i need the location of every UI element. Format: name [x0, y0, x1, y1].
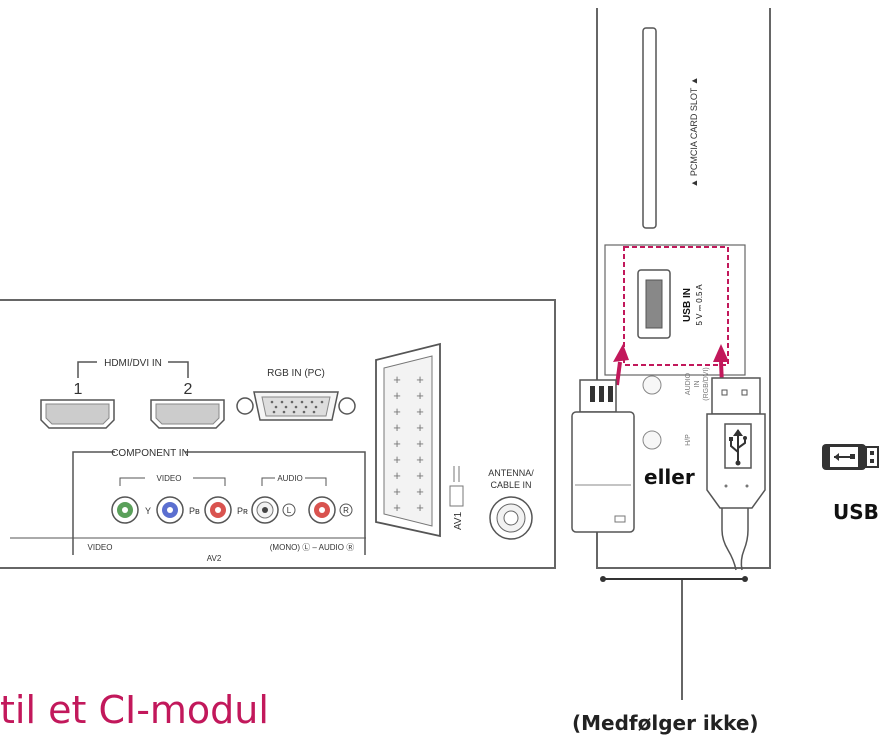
- audio-left-marker: L: [287, 506, 292, 515]
- audio-right-marker: R: [343, 506, 349, 515]
- audio-label: AUDIO: [277, 474, 302, 483]
- antenna-label-line2: CABLE IN: [490, 480, 531, 490]
- side-audio-jack: [642, 375, 662, 395]
- scart-port: ++ ++ ++ ++ ++ ++ ++ ++ ++: [375, 342, 441, 538]
- side-hp-jack: [642, 430, 662, 450]
- hdmi-label: HDMI/DVI IN: [104, 358, 162, 369]
- not-included-note: (Medfølger ikke): [572, 711, 759, 735]
- jack-pr-red: [204, 496, 232, 524]
- arrow-left-up: [613, 344, 629, 386]
- rgb-label: RGB IN (PC): [267, 368, 325, 379]
- svg-text:+: +: [393, 468, 401, 483]
- jack-y-green: [111, 496, 139, 524]
- svg-text:+: +: [416, 436, 424, 451]
- hdmi-bracket: [77, 361, 189, 378]
- audio-right-marker-ring: [339, 503, 353, 517]
- svg-text:+: +: [416, 404, 424, 419]
- scart-tick-marks: [449, 466, 464, 507]
- side-panel-outline: [596, 8, 771, 569]
- usb-symbol-label: USB: [833, 500, 879, 524]
- svg-text:+: +: [416, 468, 424, 483]
- side-audio-label-2: IN: [694, 381, 701, 388]
- side-hp-label: H/P: [685, 434, 692, 446]
- svg-text:+: +: [416, 388, 424, 403]
- eller-label: eller: [644, 465, 695, 489]
- hdmi-port-2-number: 2: [184, 381, 193, 398]
- svg-text:+: +: [393, 452, 401, 467]
- usb-trident-icon: [724, 423, 752, 469]
- jack-pb-label: Pʙ: [189, 506, 200, 516]
- audio-left-marker-ring: [282, 503, 296, 517]
- audio-bracket: [261, 477, 327, 486]
- video-bracket: [119, 477, 226, 486]
- video-label: VIDEO: [157, 474, 182, 483]
- antenna-port: [489, 496, 533, 540]
- jack-pr-label: Pʀ: [237, 506, 248, 516]
- pcmcia-label: ▲ PCMCIA CARD SLOT ▲: [689, 76, 699, 187]
- back-panel-outline: [0, 299, 556, 569]
- usb-area-frame: [604, 244, 746, 376]
- jack-audio-left-white: [251, 496, 279, 524]
- svg-text:+: +: [393, 372, 401, 387]
- av2-label: AV2: [207, 554, 222, 563]
- hdmi-port-1: [40, 399, 115, 429]
- av1-label: AV1: [453, 511, 464, 530]
- component-bracket: [72, 451, 366, 555]
- bottom-video-label: VIDEO: [88, 543, 113, 552]
- svg-text:+: +: [393, 388, 401, 403]
- svg-text:+: +: [393, 436, 401, 451]
- side-audio-label-1: AUDIO: [685, 372, 692, 395]
- usb-in-label: USB IN: [682, 288, 693, 322]
- section-heading: til et CI-modul: [0, 688, 269, 732]
- component-label: COMPONENT IN: [111, 448, 189, 459]
- svg-text:+: +: [393, 484, 401, 499]
- usb-in-port: [637, 269, 671, 339]
- svg-text:+: +: [416, 452, 424, 467]
- svg-text:+: +: [416, 484, 424, 499]
- svg-text:+: +: [393, 404, 401, 419]
- jack-pb-blue: [156, 496, 184, 524]
- usb-highlight-dashed-box: [623, 246, 729, 366]
- antenna-label-line1: ANTENNA/: [488, 468, 534, 478]
- not-included-bracket: [600, 576, 748, 700]
- jack-audio-right-red: [308, 496, 336, 524]
- hdmi-port-2: [150, 399, 225, 429]
- usb-cable: [706, 377, 766, 571]
- usb-symbol-icon: [822, 444, 879, 470]
- svg-text:+: +: [393, 420, 401, 435]
- pcmcia-slot: [642, 27, 657, 229]
- jack-y-label: Y: [145, 506, 151, 516]
- svg-text:+: +: [416, 372, 424, 387]
- svg-text:+: +: [416, 420, 424, 435]
- svg-text:+: +: [393, 500, 401, 515]
- usb-in-rating: 5 V ⎓ 0.5 A: [695, 284, 704, 326]
- side-audio-label-3: (RGB/DVI): [703, 367, 710, 400]
- rgb-port: [236, 391, 356, 421]
- usb-stick: [571, 379, 635, 533]
- svg-text:+: +: [416, 500, 424, 515]
- hdmi-port-1-number: 1: [74, 381, 83, 398]
- bottom-audio-label: (MONO) Ⓛ – AUDIO Ⓡ: [270, 543, 354, 552]
